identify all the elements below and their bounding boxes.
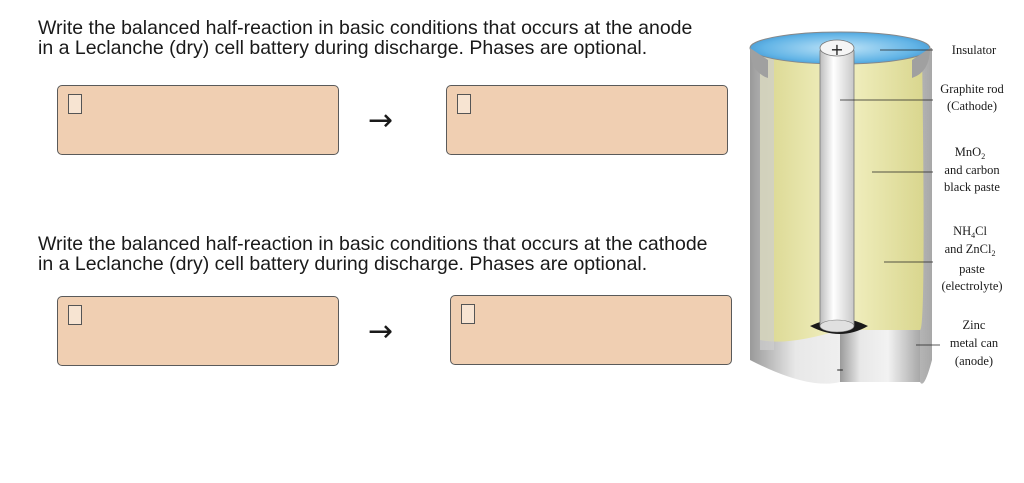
label-graphite-rod: Graphite rod <box>940 82 1004 96</box>
label-electrolyte: (electrolyte) <box>941 279 1002 293</box>
label-paste: paste <box>959 262 985 276</box>
anode-question-line2: in a Leclanche (dry) cell battery during… <box>38 37 648 59</box>
anode-product-input[interactable] <box>446 85 728 155</box>
cathode-question-line2: in a Leclanche (dry) cell battery during… <box>38 253 648 275</box>
label-insulator: Insulator <box>952 43 997 57</box>
anode-question: Write the balanced half-reaction in basi… <box>38 18 738 58</box>
label-nh4cl: NH4Cl <box>953 224 987 240</box>
label-and-zncl2: and ZnCl2 <box>945 242 996 258</box>
label-black-paste: black paste <box>944 180 1000 194</box>
cathode-product-input[interactable] <box>450 295 732 365</box>
minus-terminal: – <box>837 362 844 378</box>
anode-question-line1: Write the balanced half-reaction in basi… <box>38 17 693 39</box>
label-metal-can: metal can <box>950 336 999 350</box>
cathode-question: Write the balanced half-reaction in basi… <box>38 234 738 274</box>
cathode-question-line1: Write the balanced half-reaction in basi… <box>38 233 708 255</box>
input-cursor-box <box>457 94 471 114</box>
label-mno2: MnO2 <box>955 145 985 161</box>
label-cathode: (Cathode) <box>947 99 997 113</box>
anode-reaction-arrow: → <box>368 103 394 138</box>
anode-reactant-input[interactable] <box>57 85 339 155</box>
input-cursor-box <box>461 304 475 324</box>
input-cursor-box <box>68 305 82 325</box>
label-anode: (anode) <box>955 354 993 368</box>
plus-terminal: + <box>830 40 843 59</box>
label-zinc: Zinc <box>963 318 986 332</box>
graphite-rod <box>819 47 855 329</box>
input-cursor-box <box>68 94 82 114</box>
dry-cell-diagram: + – Insulator Graphite rod (Cathode) MnO… <box>749 31 1005 384</box>
label-and-carbon: and carbon <box>944 163 1000 177</box>
cathode-reaction-arrow: → <box>368 314 394 349</box>
cathode-reactant-input[interactable] <box>57 296 339 366</box>
